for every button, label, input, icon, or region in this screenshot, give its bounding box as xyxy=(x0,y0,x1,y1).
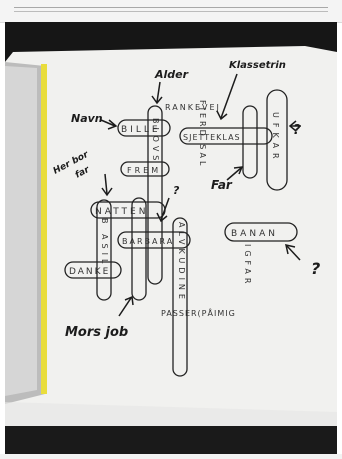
word-igfar: IGFAR xyxy=(243,244,252,287)
top-bar-rule xyxy=(14,7,328,8)
table-edge xyxy=(5,426,337,454)
word-vertical-b: B ASIL xyxy=(100,218,109,267)
question-mark-3: ? xyxy=(311,259,320,278)
word-rankevej: RANKEVEJ xyxy=(165,103,221,112)
word-danke: DANKE xyxy=(69,267,110,277)
photo-canvas: BILLE RANKEVEJ SJETTEKLAS FREM NATTEN BA… xyxy=(5,22,337,454)
word-sjette: SJETTEKLAS xyxy=(183,133,241,142)
word-barbara: BARBARA xyxy=(122,237,174,246)
word-vertical-a: BLOVS xyxy=(151,118,160,164)
crossword-photo: BILLE RANKEVEJ SJETTEKLAS FREM NATTEN BA… xyxy=(5,22,337,454)
label-mors-job: Mors job xyxy=(65,325,128,340)
word-natten: NATTEN xyxy=(95,207,148,217)
label-alder: Alder xyxy=(154,68,189,81)
word-hovedkuld: ALVKUDINE xyxy=(177,222,186,303)
label-navn: Navn xyxy=(71,112,103,125)
window-top-bar xyxy=(0,0,342,23)
word-frem: FREM xyxy=(127,166,161,175)
binder-yellow-edge xyxy=(41,64,47,394)
word-banan: BANAN xyxy=(231,229,278,239)
word-ufkar: UFKAR xyxy=(271,112,280,164)
top-bar-rule-2 xyxy=(14,11,328,12)
word-fjerdesal: FJERD SAL xyxy=(198,100,207,168)
label-klassetrin: Klassetrin xyxy=(229,60,286,71)
word-passer: PASSER(PÅIMIG xyxy=(161,307,236,318)
question-mark-2: ? xyxy=(173,184,180,197)
label-far: Far xyxy=(211,178,233,192)
bottom-strip xyxy=(0,454,342,459)
